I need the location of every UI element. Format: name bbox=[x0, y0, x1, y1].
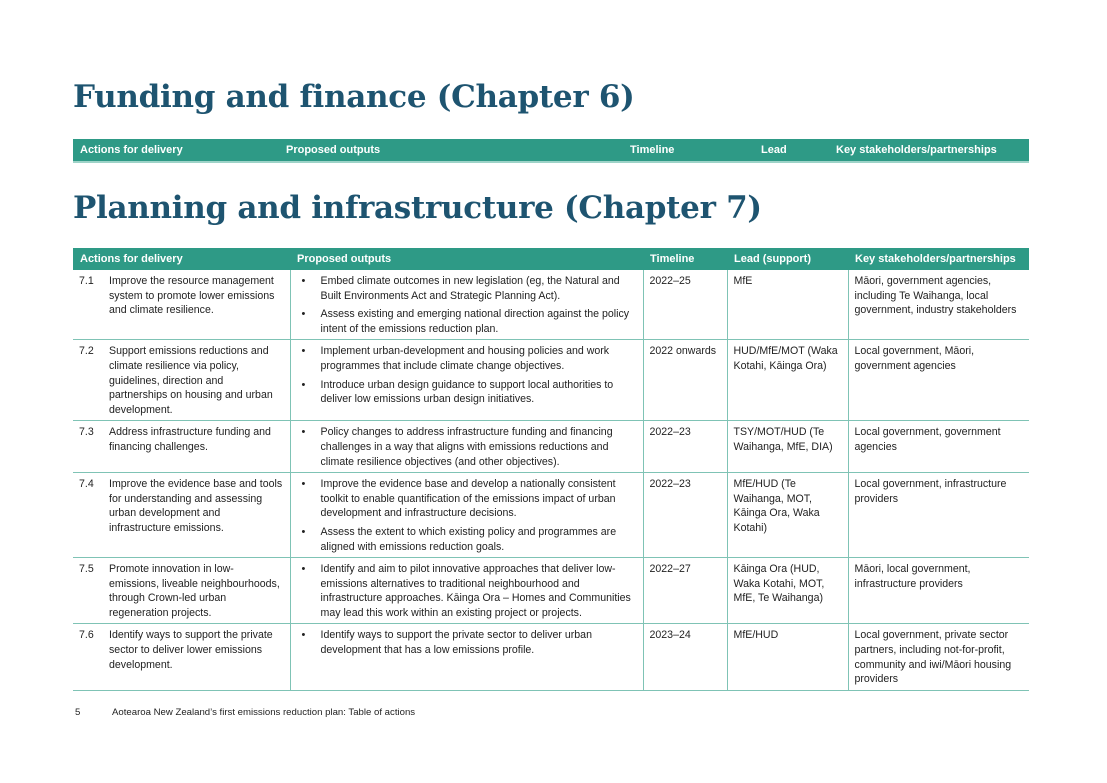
cell-lead: MfE bbox=[726, 270, 848, 341]
action-item: 7.1 Improve the resource management syste… bbox=[79, 274, 284, 318]
action-text: Identify ways to support the private sec… bbox=[109, 629, 273, 671]
table-body: 7.1 Improve the resource management syste… bbox=[73, 270, 1029, 691]
heading-planning-infrastructure: Planning and infrastructure (Chapter 7) bbox=[73, 190, 762, 226]
cell-lead: MfE/HUD bbox=[726, 623, 848, 691]
table-row: 7.5 Promote innovation in low-emissions, … bbox=[73, 557, 1029, 625]
output-bullet: Identify and aim to pilot innovative app… bbox=[297, 562, 637, 620]
cell-stakeholders: Local government, infrastructure provide… bbox=[847, 472, 1029, 559]
output-bullet: Policy changes to address infrastructure… bbox=[297, 425, 637, 469]
outputs-list: Implement urban-development and housing … bbox=[297, 344, 637, 406]
outputs-list: Identify ways to support the private sec… bbox=[297, 628, 637, 657]
cell-lead: HUD/MfE/MOT (Waka Kotahi, Kāinga Ora) bbox=[726, 339, 848, 422]
cell-timeline: 2022–23 bbox=[642, 472, 727, 559]
table-row: 7.4 Improve the evidence base and tools f… bbox=[73, 472, 1029, 559]
col-header-timeline: Timeline bbox=[623, 139, 754, 162]
action-text: Address infrastructure funding and finan… bbox=[109, 426, 271, 453]
action-number: 7.4 bbox=[79, 478, 94, 491]
table-planning-infrastructure: Actions for delivery Proposed outputs Ti… bbox=[73, 248, 1029, 691]
cell-action: 7.1 Improve the resource management syste… bbox=[73, 270, 290, 341]
cell-action: 7.5 Promote innovation in low-emissions, … bbox=[73, 557, 290, 625]
cell-outputs: Identify ways to support the private sec… bbox=[289, 623, 643, 691]
cell-stakeholders: Local government, Māori, government agen… bbox=[847, 339, 1029, 422]
cell-action: 7.6 Identify ways to support the private … bbox=[73, 623, 290, 691]
action-number: 7.2 bbox=[79, 345, 94, 358]
table-row: 7.2 Support emissions reductions and clim… bbox=[73, 339, 1029, 422]
action-text: Improve the evidence base and tools for … bbox=[109, 478, 283, 534]
output-bullet: Identify ways to support the private sec… bbox=[297, 628, 637, 657]
action-number: 7.6 bbox=[79, 629, 94, 642]
table-funding-finance: Actions for delivery Proposed outputs Ti… bbox=[73, 139, 1029, 163]
cell-stakeholders: Māori, local government, infrastructure … bbox=[847, 557, 1029, 625]
outputs-list: Embed climate outcomes in new legislatio… bbox=[297, 274, 637, 336]
outputs-list: Policy changes to address infrastructure… bbox=[297, 425, 637, 469]
cell-stakeholders: Māori, government agencies, including Te… bbox=[847, 270, 1029, 341]
output-bullet: Implement urban-development and housing … bbox=[297, 344, 637, 373]
col-header-timeline: Timeline bbox=[643, 248, 727, 270]
col-header-stakeholders: Key stakeholders/partnerships bbox=[829, 139, 1029, 162]
col-header-actions: Actions for delivery bbox=[73, 139, 279, 162]
cell-lead: MfE/HUD (Te Waihanga, MOT, Kāinga Ora, W… bbox=[726, 472, 848, 559]
cell-timeline: 2023–24 bbox=[642, 623, 727, 691]
output-bullet: Improve the evidence base and develop a … bbox=[297, 477, 637, 521]
cell-action: 7.2 Support emissions reductions and clim… bbox=[73, 339, 290, 422]
output-bullet: Assess existing and emerging national di… bbox=[297, 307, 637, 336]
action-number: 7.3 bbox=[79, 426, 94, 439]
cell-timeline: 2022 onwards bbox=[642, 339, 727, 422]
cell-outputs: Embed climate outcomes in new legislatio… bbox=[289, 270, 643, 341]
table-row: 7.6 Identify ways to support the private … bbox=[73, 623, 1029, 691]
col-header-actions: Actions for delivery bbox=[73, 248, 290, 270]
heading-funding-finance: Funding and finance (Chapter 6) bbox=[73, 79, 635, 115]
col-header-stakeholders: Key stakeholders/partnerships bbox=[848, 248, 1029, 270]
cell-action: 7.3 Address infrastructure funding and fi… bbox=[73, 420, 290, 474]
cell-lead: TSY/MOT/HUD (Te Waihanga, MfE, DIA) bbox=[726, 420, 848, 474]
table-header-row: Actions for delivery Proposed outputs Ti… bbox=[73, 248, 1029, 270]
outputs-list: Identify and aim to pilot innovative app… bbox=[297, 562, 637, 620]
output-bullet: Assess the extent to which existing poli… bbox=[297, 525, 637, 554]
cell-stakeholders: Local government, government agencies bbox=[847, 420, 1029, 474]
cell-timeline: 2022–25 bbox=[642, 270, 727, 341]
page-number: 5 bbox=[75, 707, 81, 718]
cell-timeline: 2022–23 bbox=[642, 420, 727, 474]
action-item: 7.2 Support emissions reductions and clim… bbox=[79, 344, 284, 417]
action-item: 7.4 Improve the evidence base and tools f… bbox=[79, 477, 284, 535]
cell-outputs: Policy changes to address infrastructure… bbox=[289, 420, 643, 474]
output-bullet: Embed climate outcomes in new legislatio… bbox=[297, 274, 637, 303]
action-item: 7.3 Address infrastructure funding and fi… bbox=[79, 425, 284, 454]
action-text: Promote innovation in low-emissions, liv… bbox=[109, 563, 280, 619]
action-item: 7.6 Identify ways to support the private … bbox=[79, 628, 284, 672]
col-header-outputs: Proposed outputs bbox=[279, 139, 623, 162]
col-header-lead: Lead (support) bbox=[727, 248, 848, 270]
footer-text: Aotearoa New Zealand’s first emissions r… bbox=[112, 707, 416, 718]
col-header-lead: Lead bbox=[754, 139, 829, 162]
action-text: Support emissions reductions and climate… bbox=[109, 345, 273, 416]
action-text: Improve the resource management system t… bbox=[109, 275, 275, 317]
table-header-row: Actions for delivery Proposed outputs Ti… bbox=[73, 139, 1029, 162]
table-row: 7.1 Improve the resource management syste… bbox=[73, 270, 1029, 341]
action-item: 7.5 Promote innovation in low-emissions, … bbox=[79, 562, 284, 620]
cell-action: 7.4 Improve the evidence base and tools f… bbox=[73, 472, 290, 559]
cell-lead: Kāinga Ora (HUD, Waka Kotahi, MOT, MfE, … bbox=[726, 557, 848, 625]
page-footer: 5 Aotearoa New Zealand’s first emissions … bbox=[75, 707, 415, 718]
action-number: 7.5 bbox=[79, 563, 94, 576]
cell-outputs: Implement urban-development and housing … bbox=[289, 339, 643, 422]
cell-outputs: Identify and aim to pilot innovative app… bbox=[289, 557, 643, 625]
action-number: 7.1 bbox=[79, 275, 94, 287]
col-header-outputs: Proposed outputs bbox=[290, 248, 643, 270]
cell-stakeholders: Local government, private sector partner… bbox=[847, 623, 1029, 691]
table-row: 7.3 Address infrastructure funding and fi… bbox=[73, 420, 1029, 474]
output-bullet: Introduce urban design guidance to suppo… bbox=[297, 378, 637, 407]
cell-outputs: Improve the evidence base and develop a … bbox=[289, 472, 643, 559]
cell-timeline: 2022–27 bbox=[642, 557, 727, 625]
outputs-list: Improve the evidence base and develop a … bbox=[297, 477, 637, 554]
